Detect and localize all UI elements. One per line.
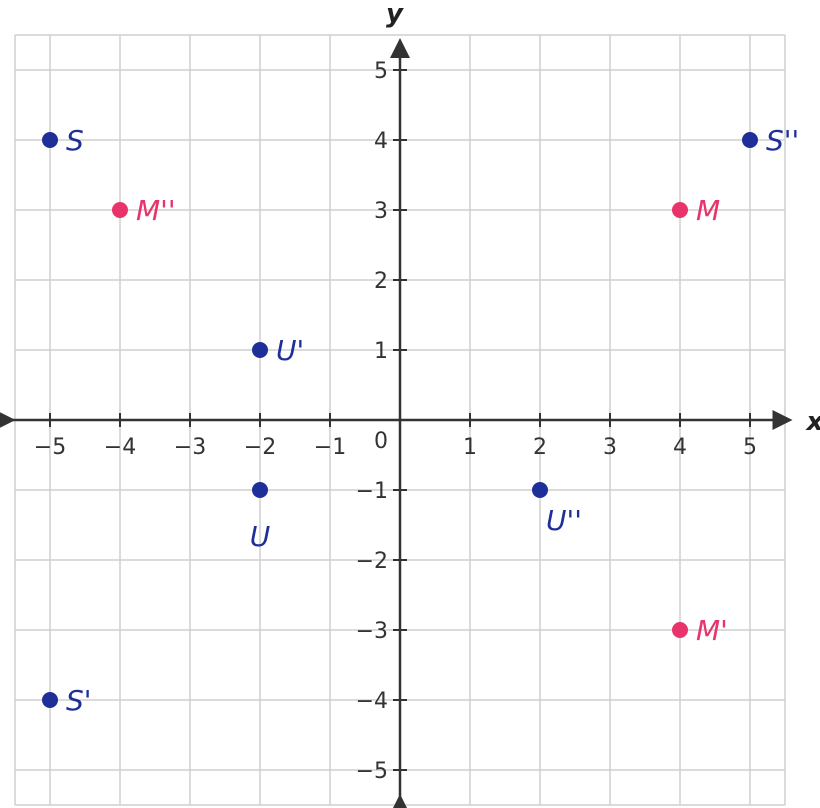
y-tick-label: −3	[356, 619, 388, 644]
x-tick-label: −4	[104, 435, 136, 460]
data-point-label: S	[66, 124, 84, 157]
x-tick-label: −3	[174, 435, 206, 460]
data-point-label: S''	[766, 124, 799, 157]
x-tick-label: 2	[533, 435, 547, 460]
data-points: S M'' M S'' U' U U'' M' S'	[42, 124, 799, 717]
y-tick-label: −4	[356, 689, 388, 714]
x-tick-label: 1	[463, 435, 477, 460]
data-point-label: U	[250, 520, 271, 553]
data-point-label: U''	[546, 504, 582, 537]
y-tick-label: 2	[374, 269, 388, 294]
y-tick-label: −2	[356, 549, 388, 574]
x-axis-label: x	[805, 407, 820, 437]
data-point	[42, 692, 58, 708]
data-point	[112, 202, 128, 218]
y-tick-label: −1	[356, 479, 388, 504]
data-point-label: M	[696, 194, 720, 227]
y-tick-label: 5	[374, 59, 388, 84]
data-point	[672, 622, 688, 638]
y-axis-label: y	[386, 0, 404, 29]
x-tick-label: 5	[743, 435, 757, 460]
data-point	[252, 342, 268, 358]
data-point	[742, 132, 758, 148]
x-tick-label: −1	[314, 435, 346, 460]
tick-labels: −5 −4 −3 −2 −1 1 2 3 4 5 5 4 3 2 1 −1 −2 −3 −4 −5 0	[34, 59, 757, 784]
data-point	[532, 482, 548, 498]
x-tick-label: −5	[34, 435, 66, 460]
data-point-label: M''	[136, 194, 176, 227]
data-point-label: S'	[66, 684, 91, 717]
x-tick-label: 4	[673, 435, 687, 460]
y-tick-label: 4	[374, 129, 388, 154]
y-tick-label: 1	[374, 339, 388, 364]
data-point	[672, 202, 688, 218]
x-tick-label: 3	[603, 435, 617, 460]
data-point-label: U'	[276, 334, 304, 367]
data-point-label: M'	[696, 614, 728, 647]
origin-label: 0	[374, 429, 388, 454]
y-tick-label: −5	[356, 759, 388, 784]
x-tick-label: −2	[244, 435, 276, 460]
data-point	[42, 132, 58, 148]
data-point	[252, 482, 268, 498]
y-tick-label: 3	[374, 199, 388, 224]
